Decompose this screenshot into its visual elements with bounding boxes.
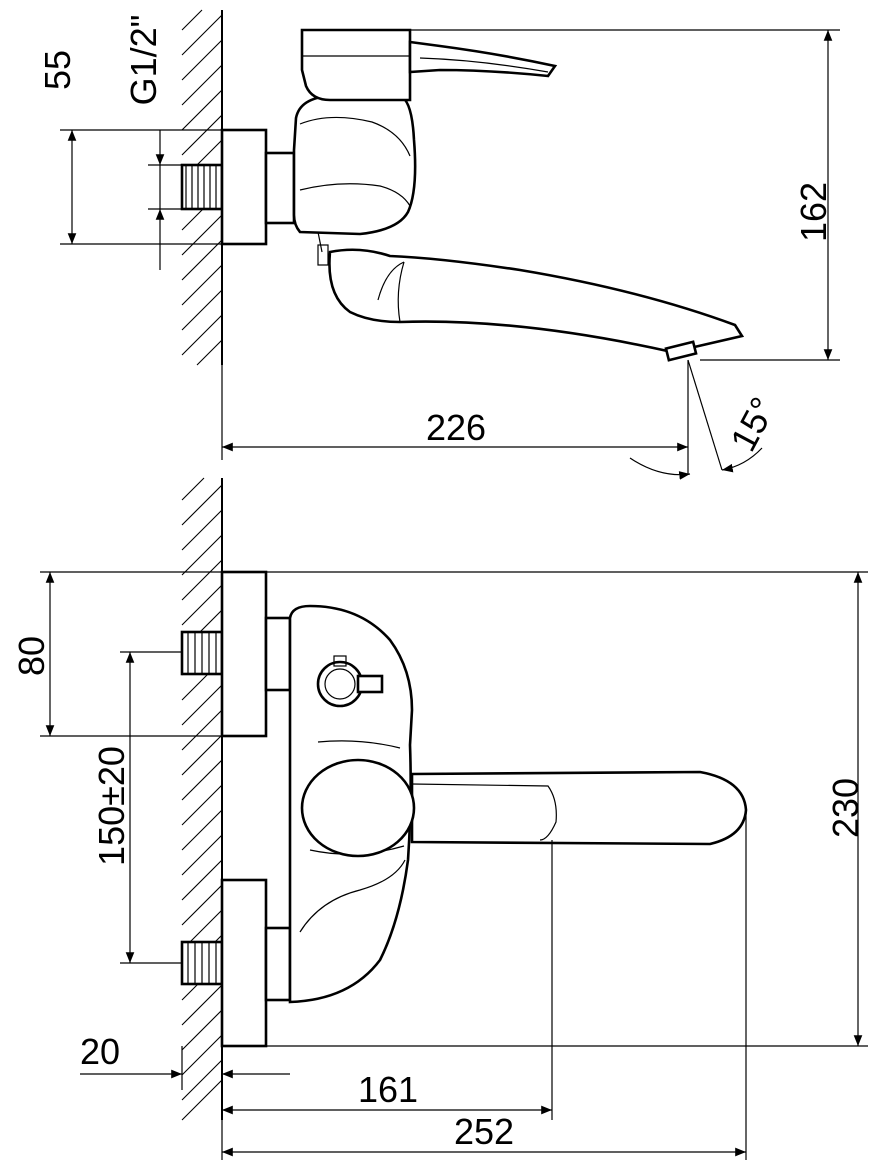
dim-252: 252: [454, 1111, 514, 1152]
flange-upper: [220, 570, 268, 738]
inlet-thread-upper: [180, 630, 224, 676]
dim-20: 20: [80, 1031, 120, 1072]
dim-162: 162: [793, 182, 834, 242]
nut-upper: [264, 616, 292, 692]
dim-80: 80: [11, 636, 52, 676]
dim-55: 55: [37, 50, 78, 90]
dim-161: 161: [358, 1069, 418, 1110]
side-view: 162 55 G1/2" 226 15°: [37, 9, 840, 480]
inlet-thread-top: [180, 163, 224, 211]
thread-label: G1/2": [123, 15, 164, 106]
lever-handle-front: [410, 770, 748, 846]
flange-lower: [220, 878, 268, 1048]
dim-230: 230: [825, 778, 866, 838]
dim-150: 150±20: [91, 746, 132, 866]
dim-15-degree: 15°: [722, 390, 784, 457]
mixer-body-top: [292, 94, 417, 236]
inlet-thread-lower: [180, 940, 224, 986]
diverter-knob: [316, 655, 384, 708]
wall-hatch-bottom: [181, 477, 223, 1121]
dim-226: 226: [426, 407, 486, 448]
cartridge-dome: [300, 758, 416, 858]
nut-lower: [264, 926, 292, 1002]
cartridge-cap: [300, 28, 412, 102]
nut-top: [264, 151, 296, 225]
spout-top: [328, 248, 745, 354]
front-view: 230 80 150±20 20 161 252: [11, 477, 868, 1160]
flange-top: [220, 128, 268, 246]
